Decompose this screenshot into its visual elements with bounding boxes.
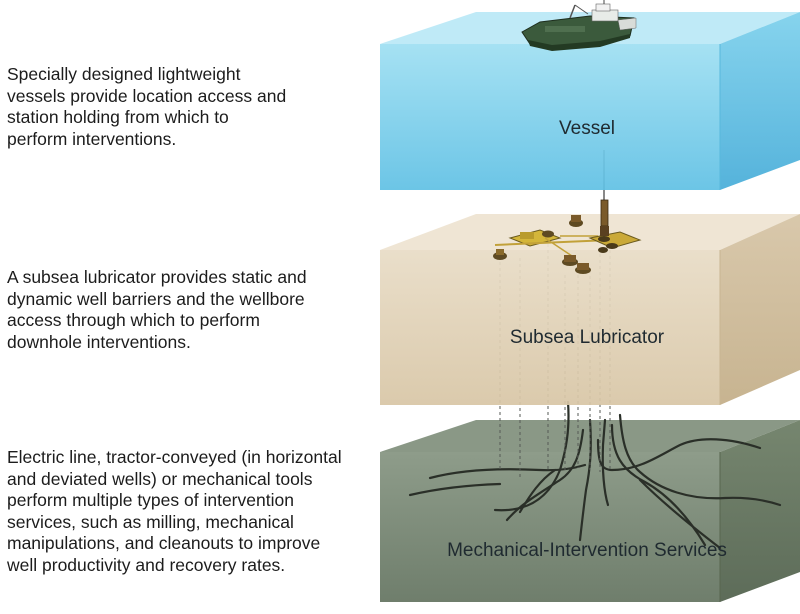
vessel-layer-side [720,12,800,190]
lubricator-layer-top [380,214,800,250]
services-layer: Mechanical-Intervention Services [380,400,800,602]
lubricator-layer-front [380,250,720,405]
vessel-layer-front [380,44,720,190]
lubricator-description: A subsea lubricator provides static and … [7,267,307,352]
vessel-layer-label: Vessel [559,118,615,139]
services-description: Electric line, tractor-conveyed (in hori… [7,447,342,575]
lubricator-layer-side [720,214,800,405]
vessel-description: Specially designed lightweight vessels p… [7,64,287,149]
vessel-layer: Vessel [380,0,800,190]
well-paths [408,400,782,550]
services-layer-front [380,452,720,602]
lubricator-layer-label: Subsea Lubricator [510,327,665,348]
ship-icon [521,0,637,51]
services-layer-label: Mechanical-Intervention Services [447,540,727,561]
lubricator-layer: Subsea Lubricator [380,214,800,405]
services-layer-side [720,420,800,602]
